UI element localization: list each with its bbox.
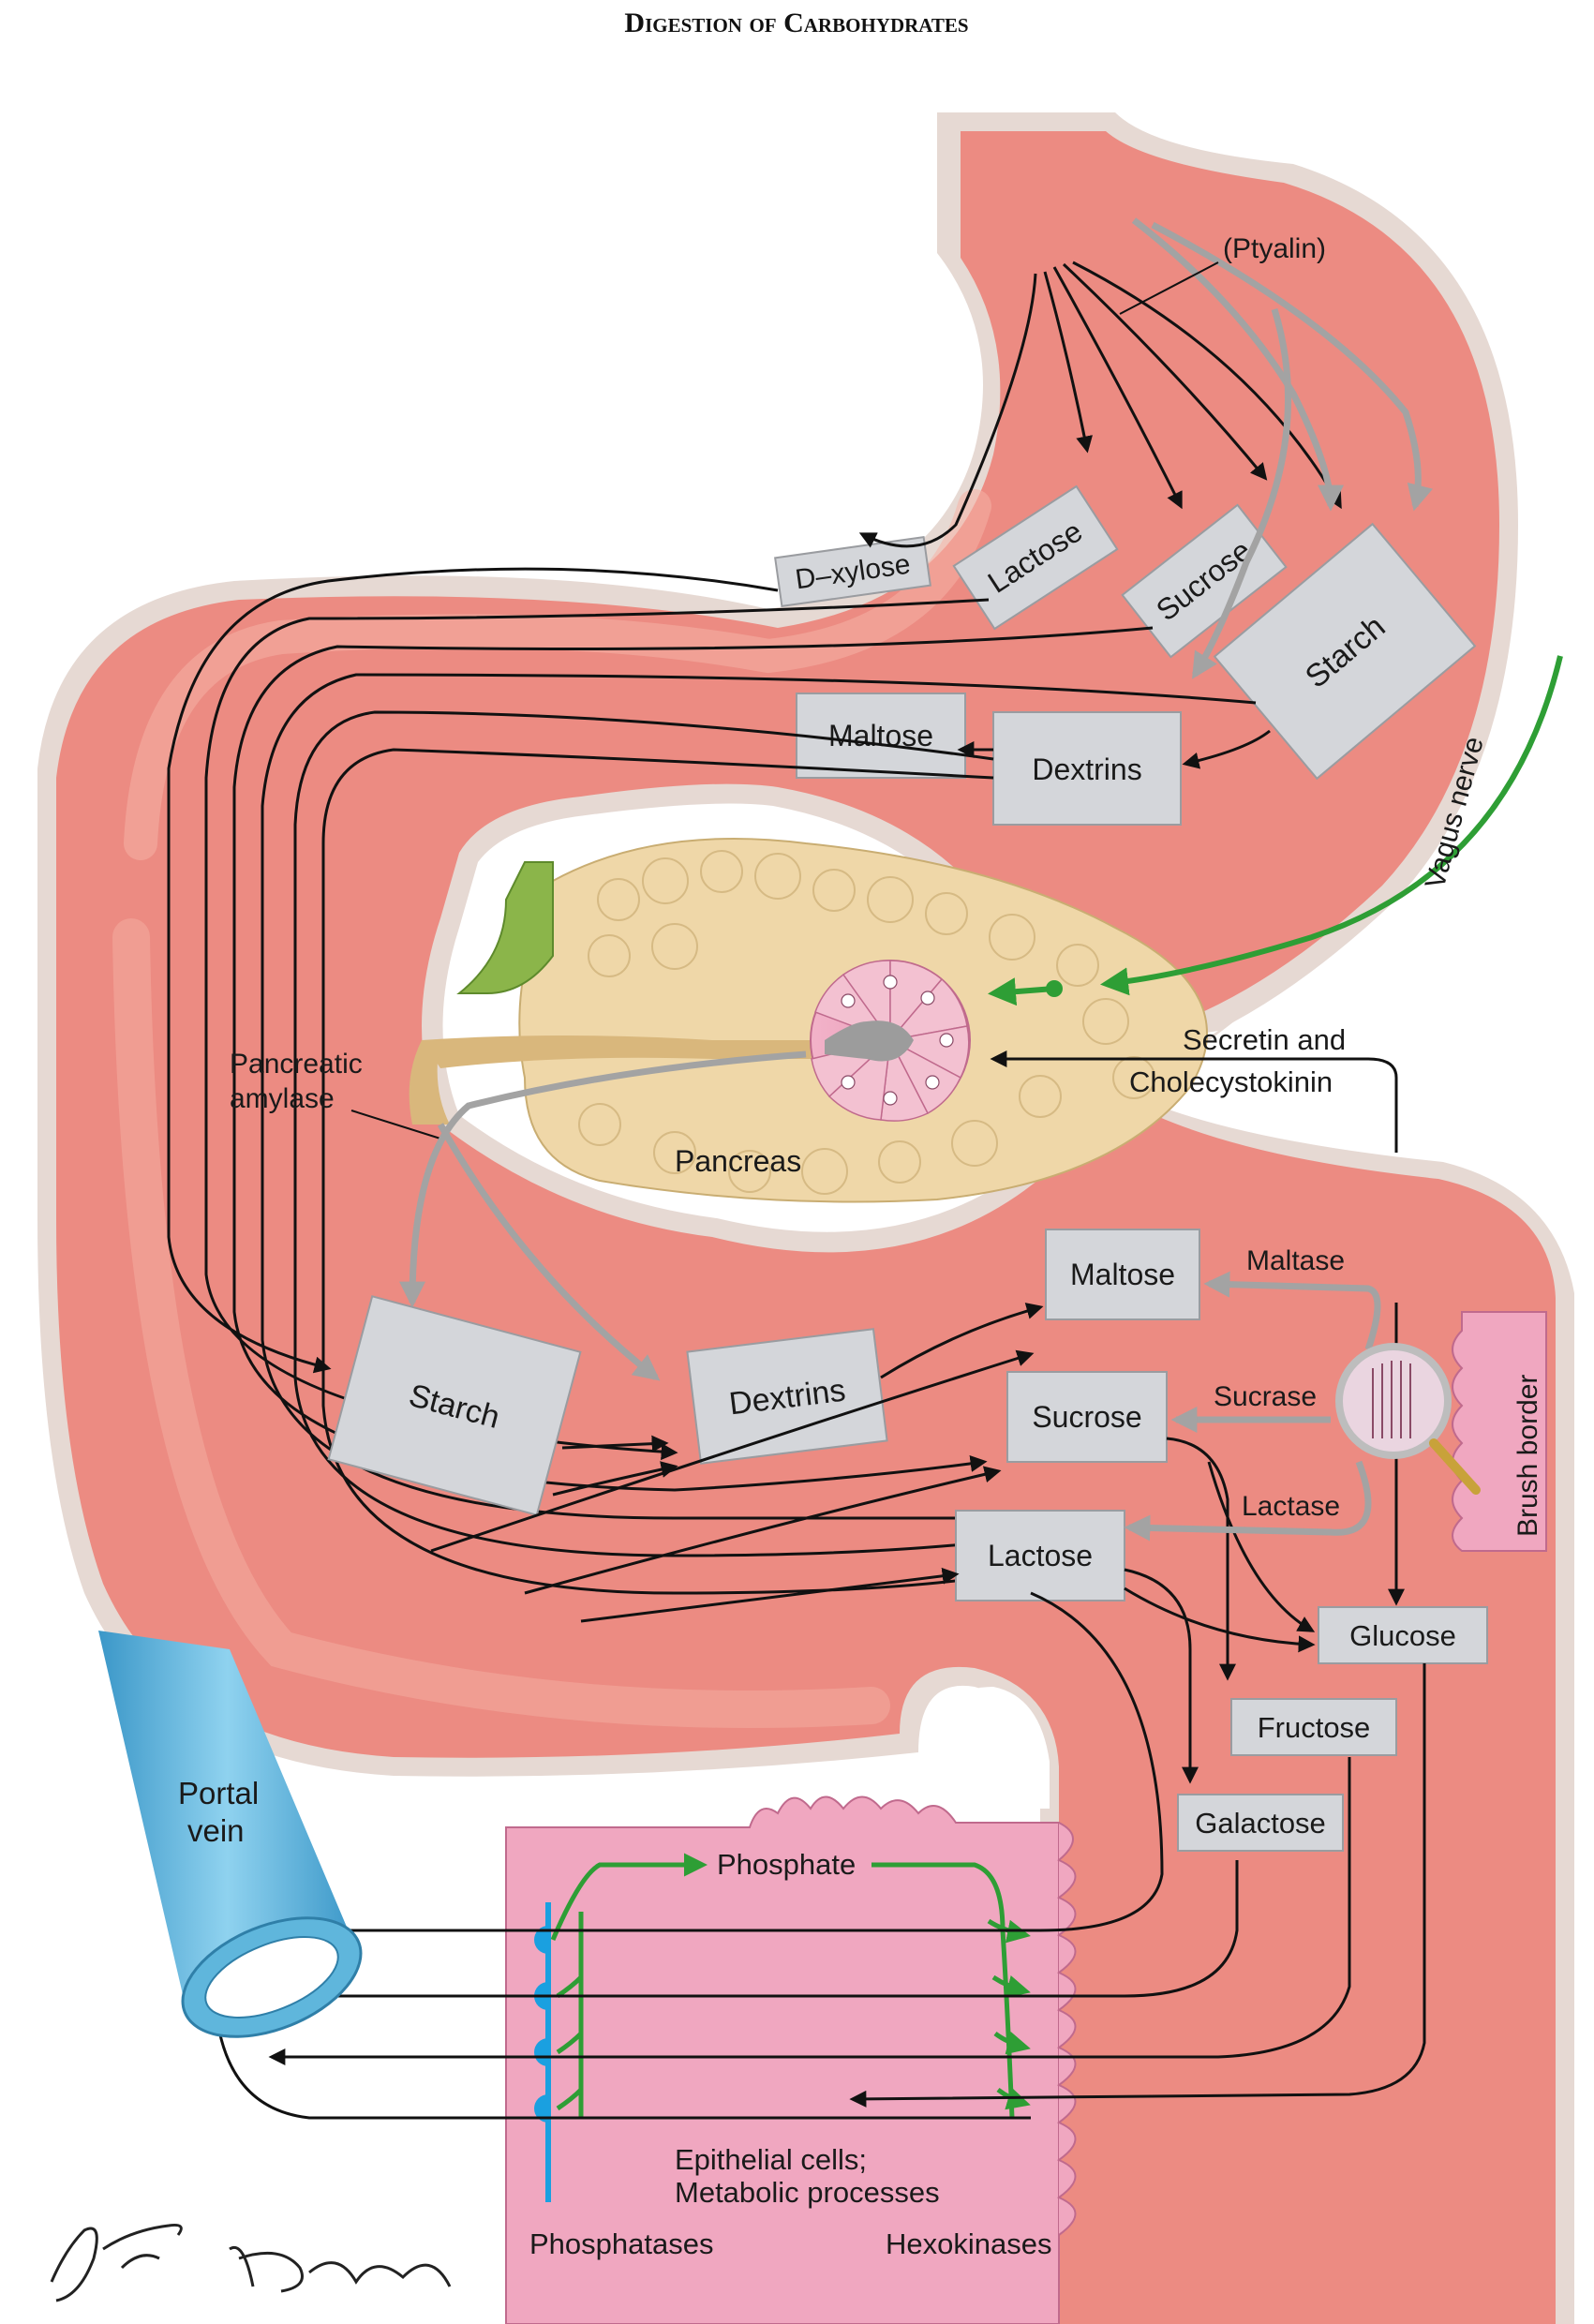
intestine-lactose-box: Lactose [955, 1510, 1125, 1601]
phosphatases-label: Phosphatases [529, 2227, 713, 2260]
intestine-sucrose-box: Sucrose [1006, 1371, 1168, 1463]
epithelial-line2: Metabolic processes [675, 2176, 940, 2209]
stomach-starch-box: Starch [1213, 522, 1477, 781]
ptyalin-arrows [1131, 217, 1434, 679]
intestine-starch-box: Starch [327, 1295, 582, 1516]
hexokinases-label: Hexokinases [886, 2227, 1051, 2260]
d-xylose-box: D–xylose [774, 535, 931, 608]
intestine-maltose-box: Maltose [1045, 1229, 1200, 1320]
glucose-label: Glucose [1349, 1619, 1456, 1652]
pancreas-label: Pancreas [675, 1144, 801, 1178]
epithelial-panel: Phosphate Epithelial cells; Metabolic pr… [505, 1795, 1077, 2324]
ptyalin-label: (Ptyalin) [1223, 233, 1326, 264]
fructose-box: Fructose [1230, 1698, 1397, 1756]
fructose-label: Fructose [1258, 1711, 1371, 1744]
page-title: Digestion of Carbohydrates [624, 7, 968, 38]
stomach-maltose-box: Maltose [796, 693, 966, 779]
portal-line2: vein [187, 1813, 245, 1848]
galactose-box: Galactose [1177, 1794, 1344, 1852]
portal-vein: Portal vein [98, 1631, 363, 2038]
stomach-maltose-label: Maltose [828, 719, 933, 752]
sucrase-label: Sucrase [1214, 1381, 1317, 1412]
acinus [810, 960, 971, 1122]
secretin-line1: Secretin and [1183, 1023, 1346, 1056]
intestine-lactose-label: Lactose [988, 1539, 1093, 1572]
pancreas [409, 838, 1208, 1203]
magnifier-icon [1335, 1343, 1452, 1459]
brush-enzyme-arrows [1124, 1271, 1381, 1542]
stomach-dextrins-label: Dextrins [1032, 752, 1141, 786]
pancreatic-amylase-line2: amylase [230, 1083, 335, 1114]
phosphate-label: Phosphate [717, 1848, 856, 1881]
intestine-maltose-label: Maltose [1070, 1258, 1175, 1291]
netter-signature [50, 2224, 183, 2302]
brush-border-label: Brush border [1512, 1375, 1543, 1537]
davanzo-signature [229, 2245, 452, 2293]
maltase-label: Maltase [1246, 1245, 1345, 1276]
portal-line1: Portal [178, 1776, 259, 1810]
artist-signatures [50, 2224, 452, 2302]
intestine-sucrose-label: Sucrose [1032, 1400, 1141, 1434]
epithelial-line1: Epithelial cells; [675, 2143, 867, 2176]
lactase-label: Lactase [1242, 1491, 1340, 1522]
galactose-label: Galactose [1195, 1807, 1326, 1840]
amylase-arrows [399, 1050, 807, 1381]
stomach-dextrins-box: Dextrins [992, 711, 1182, 826]
intestine-labels: Starch Dextrins Maltose Sucrose Lactose … [327, 1229, 1488, 1852]
pancreatic-amylase-line1: Pancreatic [230, 1049, 363, 1080]
secretin-line2: Cholecystokinin [1129, 1065, 1333, 1098]
intestine-dextrins-box: Dextrins [686, 1328, 888, 1465]
glucose-box: Glucose [1318, 1606, 1488, 1664]
vagus-nerve [1100, 655, 1563, 996]
brush-border-inset: Brush border [1335, 1311, 1547, 1552]
